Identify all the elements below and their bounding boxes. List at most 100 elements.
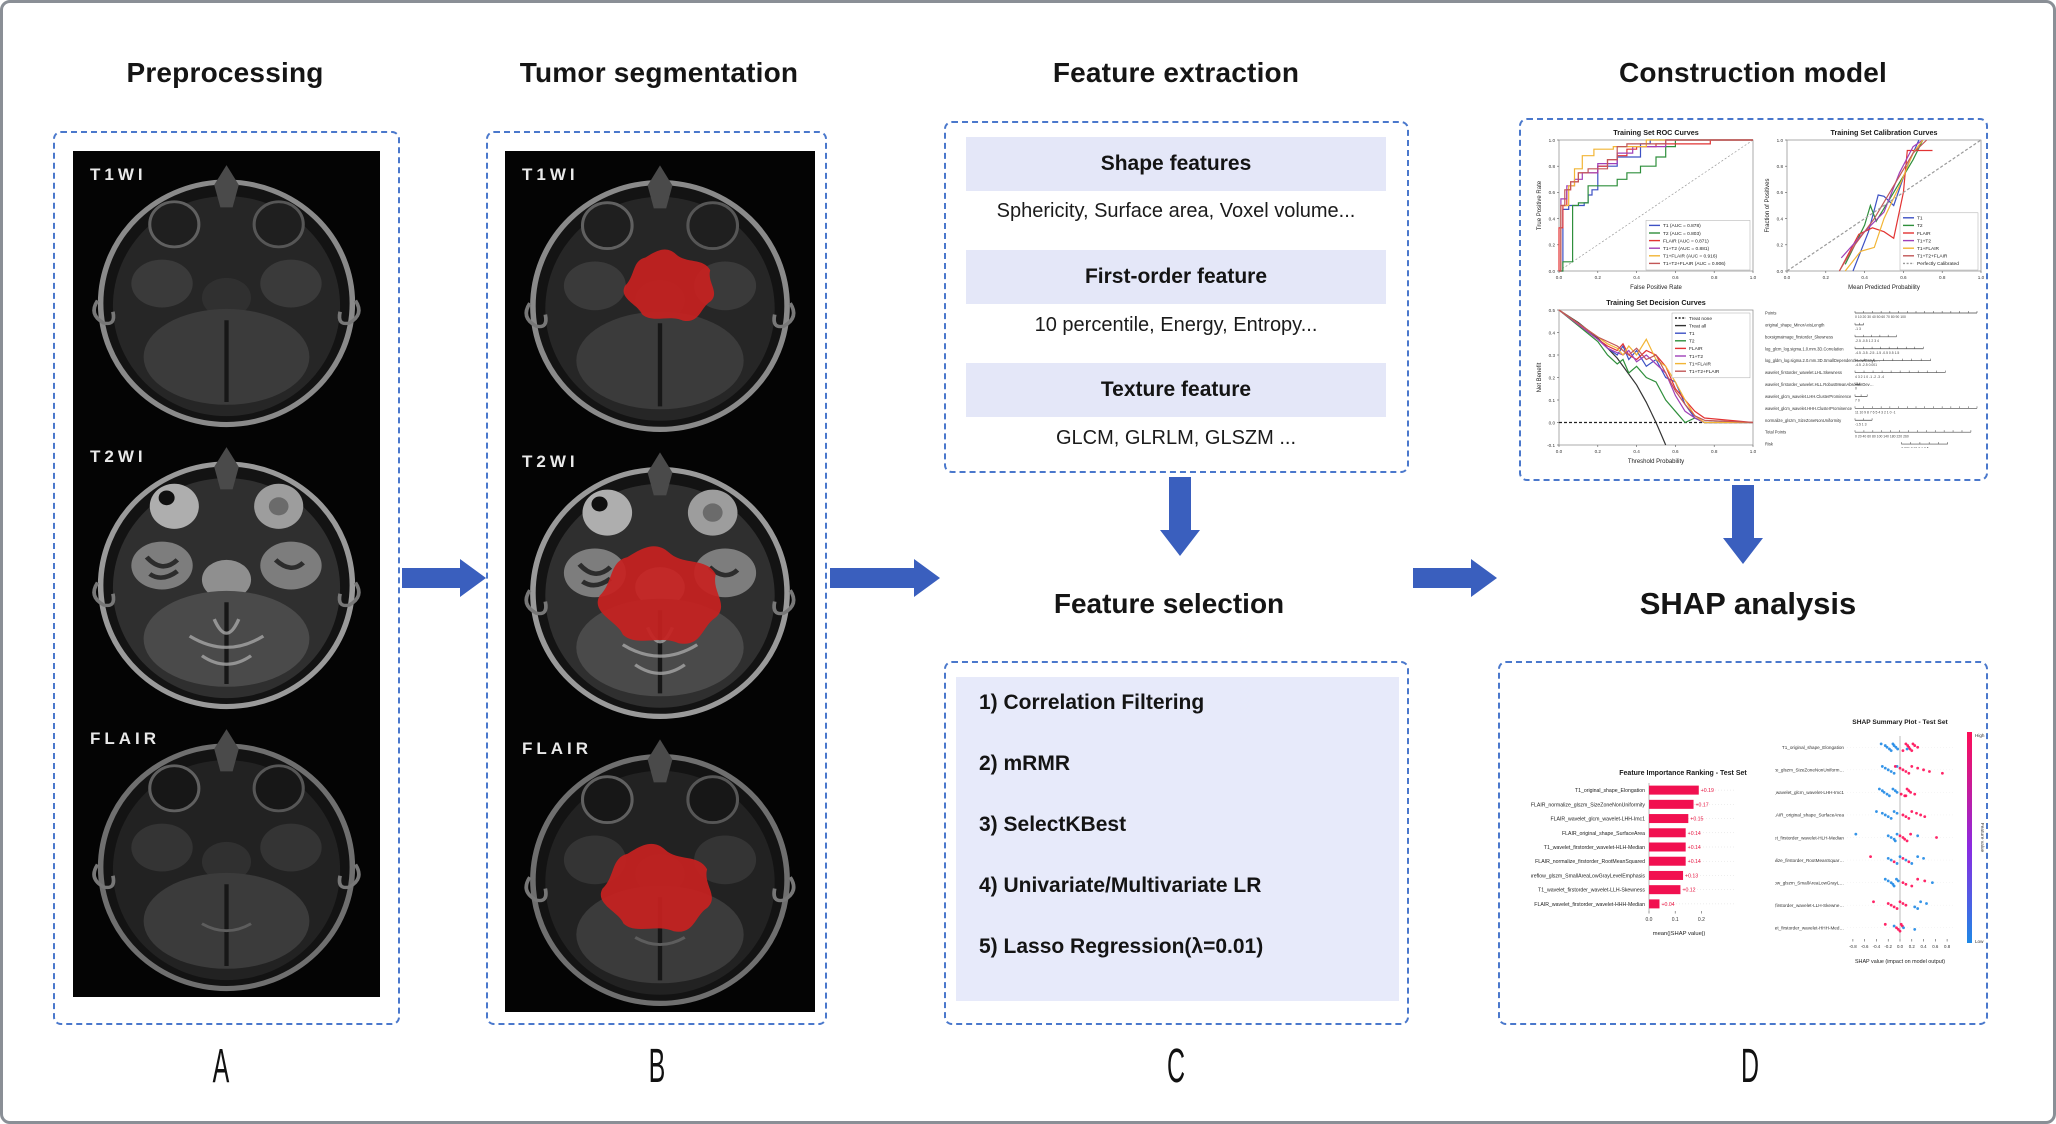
- svg-text:FLAIR_original_shape_SurfaceAr: FLAIR_original_shape_SurfaceArea: [1562, 831, 1645, 837]
- svg-text:+0.12: +0.12: [1682, 888, 1695, 894]
- svg-text:0.4: 0.4: [1921, 944, 1928, 949]
- shape-features-banner: Shape features: [966, 137, 1386, 191]
- svg-text:T1 (AUC = 0.878): T1 (AUC = 0.878): [1663, 223, 1701, 229]
- svg-text:1.0: 1.0: [1549, 138, 1556, 143]
- mri-b-t2wi-image: [505, 438, 815, 725]
- svg-text:Treat none: Treat none: [1689, 316, 1712, 322]
- svg-text:Low: Low: [1975, 939, 1984, 944]
- svg-text:0.0: 0.0: [1549, 420, 1556, 425]
- feature-selection-fill: [956, 677, 1399, 1001]
- svg-text:Treat all: Treat all: [1689, 323, 1706, 329]
- svg-text:SHAP Summary Plot - Test Set: SHAP Summary Plot - Test Set: [1852, 719, 1948, 726]
- svg-text:0.8: 0.8: [1777, 164, 1784, 169]
- svg-text:original_shape_MinorAxisLength: original_shape_MinorAxisLength: [1765, 322, 1825, 327]
- svg-text:11 10 9 8 7 6 5 4 3 2: 11 10 9 8 7 6 5 4 3 2 1 0 -1: [1855, 411, 1896, 415]
- svg-text:wavelet_firstorder_wavelet.LHL: wavelet_firstorder_wavelet.LHL.Skewness: [1765, 370, 1842, 375]
- svg-text:T1+T2 (AUC = 0.881): T1+T2 (AUC = 0.881): [1663, 246, 1710, 252]
- mri-a-flair: FLAIR: [73, 715, 380, 997]
- arrow-right-b-to-c-icon: [830, 559, 940, 597]
- svg-text:-4.5 -3.5 -2.5 -1.5 -0.5: -4.5 -3.5 -2.5 -1.5 -0.5 0.5 1.5: [1855, 351, 1899, 355]
- svg-text:Risk: Risk: [1765, 442, 1774, 447]
- svg-text:0 10 20 30 40 50 6: 0 10 20 30 40 50 60 70 80 90 100: [1855, 315, 1906, 319]
- svg-text:0.2: 0.2: [1698, 917, 1705, 923]
- svg-text:7 0: 7 0: [1855, 399, 1860, 403]
- mri-a-t1wi: T1WI: [73, 151, 380, 433]
- svg-text:1.0: 1.0: [1750, 449, 1757, 454]
- svg-text:Training Set Decision Curves: Training Set Decision Curves: [1606, 298, 1705, 307]
- svg-text:T1_wavelet_firstorder_wavelet-: T1_wavelet_firstorder_wavelet-LLH-Skewne…: [1775, 903, 1844, 908]
- svg-text:+0.15: +0.15: [1690, 817, 1703, 823]
- selection-step-5: 5) Lasso Regression(λ=0.01): [979, 935, 1264, 958]
- feature-importance-chart: Feature Importance Ranking - Test SetT1_…: [1531, 770, 1747, 937]
- svg-text:T1+T2+FLAIR: T1+T2+FLAIR: [1917, 254, 1948, 260]
- svg-text:0.6: 0.6: [1900, 275, 1907, 280]
- svg-text:0.2: 0.2: [1595, 275, 1602, 280]
- mri-b-t2wi: T2WI: [505, 438, 815, 725]
- svg-text:0.0: 0.0: [1549, 269, 1556, 274]
- panel-c-title: Feature extraction: [1052, 57, 1300, 88]
- svg-text:Points: Points: [1765, 311, 1776, 316]
- svg-text:Perfectly Calibrated: Perfectly Calibrated: [1917, 261, 1959, 267]
- svg-text:0.8: 0.8: [1711, 449, 1718, 454]
- svg-text:0.8: 0.8: [1939, 275, 1946, 280]
- svg-text:+0.13: +0.13: [1685, 873, 1698, 879]
- selection-step-4: 4) Univariate/Multivariate LR: [979, 874, 1262, 897]
- svg-text:0.8: 0.8: [1549, 164, 1556, 169]
- svg-text:0.4: 0.4: [1861, 275, 1868, 280]
- svg-text:-2.5 -0.5 1 2 3 4: -2.5 -0.5 1 2 3 4: [1855, 339, 1879, 343]
- panel-c-letter: C: [1166, 1040, 1186, 1093]
- svg-text:-0.2: -0.2: [1884, 944, 1892, 949]
- mri-a-t2wi-label: T2WI: [90, 447, 147, 466]
- svg-text:FLAIR_normalize_firstorder_Roo: FLAIR_normalize_firstorder_RootMeanSquar…: [1535, 859, 1645, 865]
- svg-text:T1: T1: [1689, 331, 1695, 337]
- arrow-down-model-to-shap-icon: [1723, 485, 1763, 564]
- arrow-right-c-to-d-icon: [1413, 559, 1497, 597]
- svg-text:wavelet_glcm_wavelet.LHH.Clust: wavelet_glcm_wavelet.LHH.ClusterProminen…: [1765, 394, 1852, 399]
- svg-text:Fraction of Positives: Fraction of Positives: [1765, 178, 1771, 232]
- svg-text:0.4: 0.4: [1633, 449, 1640, 454]
- svg-text:Training Set Calibration Curve: Training Set Calibration Curves: [1830, 128, 1937, 137]
- svg-text:log_gldm_log.sigma.2.0.mm.3D.S: log_gldm_log.sigma.2.0.mm.3D.SmallDepend…: [1765, 358, 1880, 363]
- mri-a-t1wi-label: T1WI: [90, 165, 147, 184]
- panel-d-shap-box: [1498, 661, 1988, 1025]
- svg-text:T2 (AUC = 0.803): T2 (AUC = 0.803): [1663, 231, 1701, 237]
- panel-a-title: Preprocessing: [126, 57, 324, 88]
- svg-text:log_glcm_log.sigma.1.0.mm.3D.C: log_glcm_log.sigma.1.0.mm.3D.Correlation: [1765, 346, 1844, 351]
- svg-text:Threshold Probability: Threshold Probability: [1628, 459, 1684, 465]
- svg-text:0.2: 0.2: [1909, 944, 1916, 949]
- svg-text:+0.14: +0.14: [1688, 859, 1701, 865]
- svg-text:FLAIR_wavelet_firstorder_wavel: FLAIR_wavelet_firstorder_wavelet-HHH-Med…: [1534, 902, 1645, 908]
- svg-text:-0.8: -0.8: [1849, 944, 1857, 949]
- mri-b-flair: FLAIR: [505, 725, 815, 1012]
- svg-text:FLAIR_original_shape_SurfaceAr: FLAIR_original_shape_SurfaceArea: [1775, 813, 1844, 818]
- shap-summary-chart: SHAP Summary Plot - Test SetT1_original_…: [1775, 719, 1985, 965]
- svg-text:+0.14: +0.14: [1688, 831, 1701, 837]
- svg-text:boxsigmaimage_firstorder_Skewn: boxsigmaimage_firstorder_Skewness: [1765, 334, 1833, 339]
- svg-text:0.3: 0.3: [1549, 353, 1556, 358]
- mri-b-flair-image: [505, 725, 815, 1012]
- svg-text:0.001 0.01 0.1 0.5: 0.001 0.01 0.1 0.5: [1901, 446, 1928, 448]
- nomogram-chart: Points 0 10 20 30 40 50 60 70 80 90 100 or…: [1765, 311, 1978, 448]
- svg-text:mean(|SHAP value|): mean(|SHAP value|): [1653, 931, 1706, 937]
- shap-analysis-heading: SHAP analysis: [1639, 586, 1857, 621]
- svg-text:-1.5 1 3: -1.5 1 3: [1855, 422, 1867, 426]
- panel-b-letter: B: [648, 1040, 666, 1093]
- mri-a-t1wi-image: [73, 151, 380, 433]
- svg-text:0.8: 0.8: [1711, 275, 1718, 280]
- firstorder-feature-banner: First-order feature: [966, 250, 1386, 304]
- svg-text:T1+T2+FLAIR: T1+T2+FLAIR: [1689, 369, 1720, 375]
- panel-d-letter: D: [1740, 1040, 1760, 1093]
- mri-a-flair-image: [73, 715, 380, 997]
- svg-text:0.5: 0.5: [1549, 308, 1556, 313]
- svg-text:FLAIR_normalize_glszm_SizeZone: FLAIR_normalize_glszm_SizeZoneNonUniform…: [1531, 802, 1645, 808]
- arrow-down-extraction-to-selection-icon: [1160, 477, 1200, 556]
- svg-text:0.0: 0.0: [1784, 275, 1791, 280]
- svg-text:T1_wavelet_firstorder_wavelet-: T1_wavelet_firstorder_wavelet-LLH-Skewne…: [1538, 888, 1645, 894]
- svg-text:0 20 40 60 80 100: 0 20 40 60 80 100 140 180 220 260: [1855, 434, 1909, 438]
- svg-text:-0.6: -0.6: [1861, 944, 1869, 949]
- shape-features-examples: Sphericity, Surface area, Voxel volume..…: [996, 200, 1356, 222]
- svg-text:0.0: 0.0: [1646, 917, 1653, 923]
